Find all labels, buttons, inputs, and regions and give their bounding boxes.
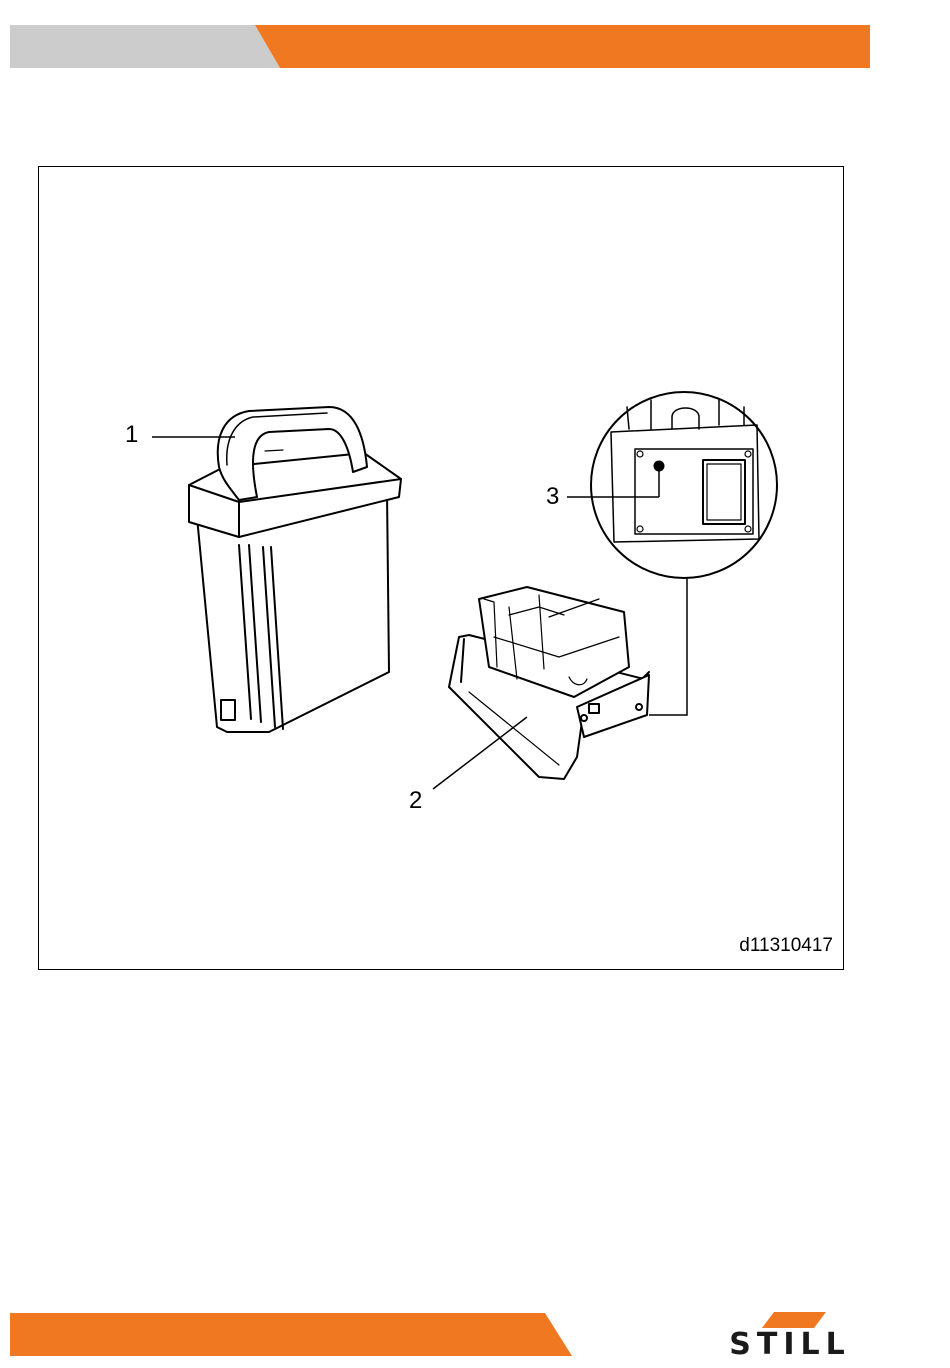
detail-magnifier bbox=[591, 392, 777, 578]
header-gray-tab bbox=[10, 25, 280, 68]
logo-orange-slash bbox=[762, 1312, 826, 1328]
figure-frame: 1 2 3 d11310417 bbox=[38, 166, 844, 970]
figure-id: d11310417 bbox=[739, 935, 833, 957]
leader-line-2 bbox=[433, 717, 527, 789]
battery-container bbox=[189, 407, 401, 732]
connector-line bbox=[649, 577, 687, 715]
footer-orange-bar bbox=[10, 1313, 572, 1356]
header-orange-bar bbox=[255, 25, 870, 68]
callout-1: 1 bbox=[125, 423, 138, 447]
technical-illustration bbox=[39, 167, 845, 971]
callout-2: 2 bbox=[409, 789, 422, 813]
header-band bbox=[0, 0, 950, 80]
logo-wordmark: STILL bbox=[710, 1330, 870, 1360]
battery-holder bbox=[449, 587, 649, 779]
callout-3: 3 bbox=[546, 485, 559, 509]
still-logo: STILL bbox=[710, 1312, 870, 1362]
